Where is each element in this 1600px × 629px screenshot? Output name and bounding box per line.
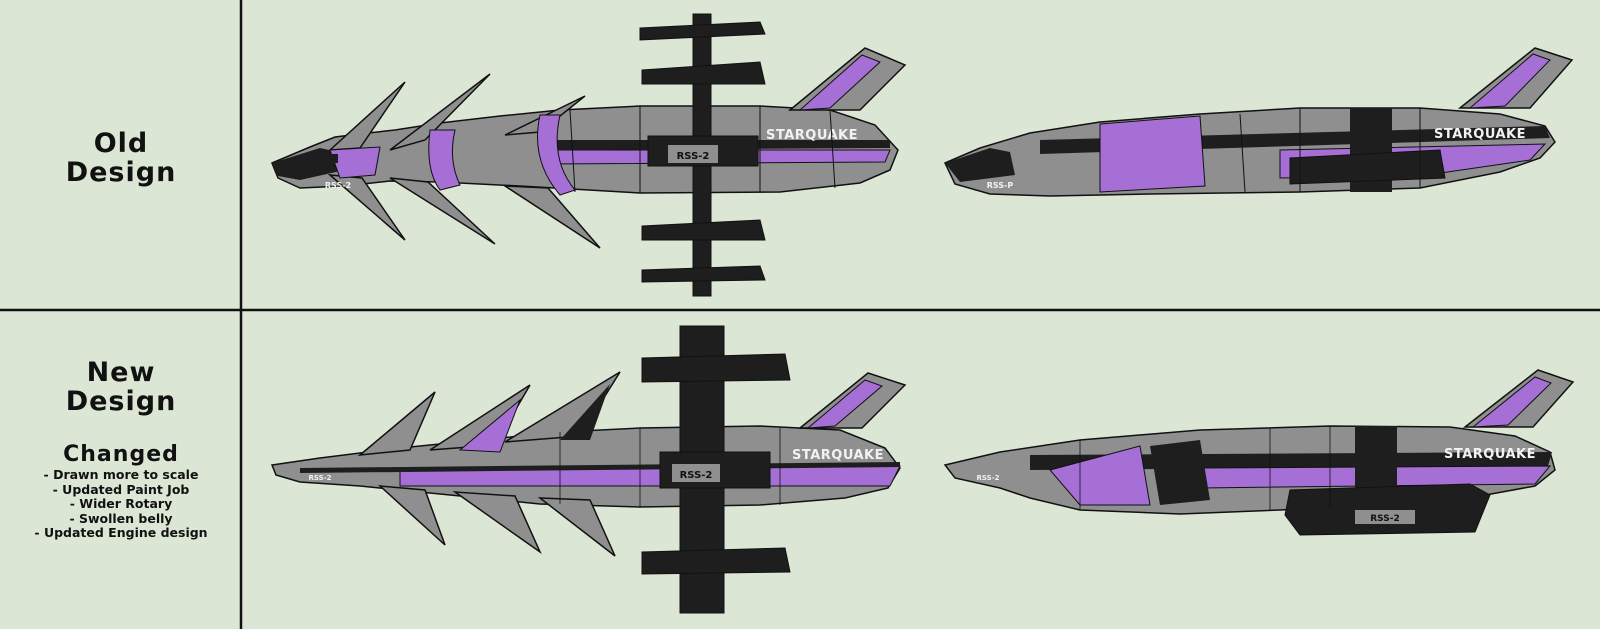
old-rotary-arm-3	[641, 219, 766, 241]
new-top-ship-name: STARQUAKE	[792, 448, 884, 463]
new-rotary-arm-top	[641, 353, 791, 383]
new-side-ship-name: STARQUAKE	[1444, 447, 1536, 462]
new-rotary-arm-bottom	[641, 547, 791, 575]
old-fin-2-bottom	[389, 177, 496, 245]
old-fin-2-accent	[428, 129, 461, 191]
changes-title: Changed	[63, 442, 179, 467]
old-side-view-ship: STARQUAKE RSS-P	[943, 47, 1574, 197]
new-side-engine-code: RSS-2	[1370, 514, 1400, 524]
new-side-belly-accent	[1049, 445, 1151, 506]
old-side-hull-code: RSS-P	[987, 181, 1014, 190]
old-top-tail-accent	[798, 54, 881, 111]
old-rotary-plate	[668, 145, 718, 163]
old-top-hull-code: RSS-2	[325, 181, 351, 190]
new-side-tail-accent	[1471, 376, 1552, 428]
new-rotary-plate	[672, 464, 720, 482]
old-rotary-arm-4	[641, 265, 766, 283]
old-side-nose	[945, 148, 1015, 182]
old-side-panel-lines	[1239, 108, 1421, 193]
old-rotary-code: RSS-2	[677, 151, 710, 162]
old-top-nose-accent	[329, 146, 381, 179]
new-rotary-code: RSS-2	[680, 470, 713, 481]
old-rotary-arm-1	[639, 21, 766, 41]
new-spike-2-bottom	[452, 491, 542, 555]
changes-items: - Drawn more to scale - Updated Paint Jo…	[0, 467, 242, 541]
new-side-rotary-mount	[1355, 426, 1397, 496]
new-design-label: New Design	[0, 358, 242, 416]
new-design-heading-line1: New	[86, 357, 156, 388]
new-spike-3-bottom	[537, 497, 616, 557]
old-top-panel-lines	[569, 106, 836, 193]
new-spike-3-accent	[560, 384, 610, 440]
change-item-scale: - Drawn more to scale	[43, 467, 199, 482]
old-side-engine	[1289, 149, 1446, 185]
old-fin-3-bottom	[502, 185, 601, 249]
old-design-heading-line2: Design	[65, 157, 177, 188]
old-side-ship-name: STARQUAKE	[1434, 127, 1526, 142]
new-spike-2-accent	[458, 398, 522, 453]
new-top-tail-accent	[806, 379, 883, 429]
new-side-engine	[1284, 483, 1491, 536]
change-item-paint: - Updated Paint Job	[52, 481, 190, 497]
old-side-belly-accent	[1099, 115, 1206, 193]
new-side-hull-code: RSS-2	[977, 474, 1000, 482]
old-rotary-arm-2	[641, 61, 766, 85]
old-fin-2-top	[389, 73, 491, 151]
new-side-engine-plate	[1355, 510, 1415, 524]
change-item-rotary: - Wider Rotary	[69, 496, 173, 511]
old-design-heading-line1: Old	[93, 128, 149, 159]
old-top-nose	[272, 148, 345, 180]
change-item-belly: - Swollen belly	[69, 510, 173, 526]
changes-list: Changed - Drawn more to scale - Updated …	[0, 444, 242, 541]
old-design-label: Old Design	[0, 129, 242, 187]
new-spike-1-top	[357, 391, 436, 456]
new-side-panel-lines	[1079, 426, 1331, 510]
old-side-tail-accent	[1468, 53, 1551, 109]
new-spike-1-bottom	[377, 485, 446, 546]
new-top-hull-code: RSS-2	[309, 474, 332, 482]
old-top-window	[330, 154, 338, 163]
new-top-view-ship: RSS-2 STARQUAKE RSS-2	[270, 325, 907, 614]
new-side-view-ship: RSS-2 STARQUAKE RSS-2	[943, 369, 1575, 536]
new-side-belly-dark	[1150, 440, 1210, 505]
new-top-panel-lines	[559, 427, 781, 507]
old-side-window	[1000, 153, 1008, 162]
new-design-heading-line2: Design	[65, 386, 177, 417]
old-top-view-ship: RSS-2 STARQUAKE RSS-2	[271, 13, 907, 297]
change-item-engine: - Updated Engine design	[34, 525, 208, 540]
old-top-ship-name: STARQUAKE	[766, 128, 858, 143]
